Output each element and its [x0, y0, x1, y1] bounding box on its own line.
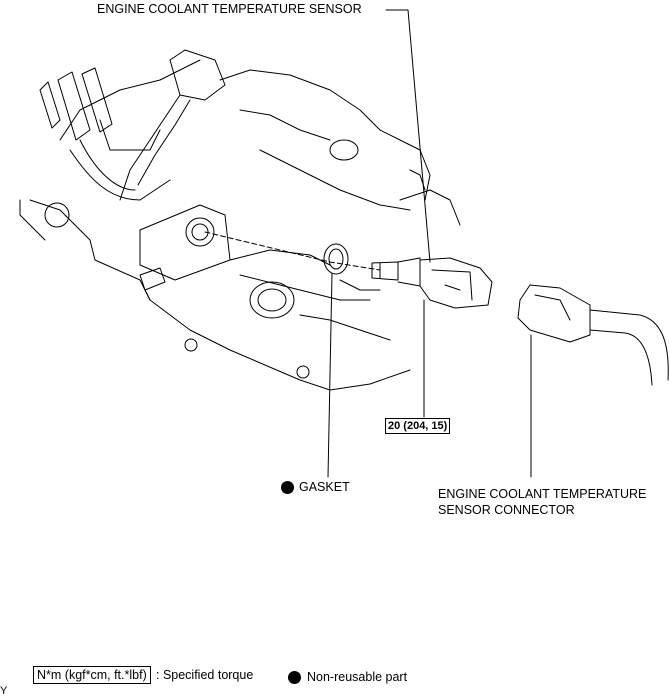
sensor-leader-line: [385, 9, 431, 263]
gasket-leader-line: [327, 273, 333, 478]
filled-circle-icon: [281, 481, 294, 494]
torque-legend-box: N*m (kgf*cm, ft.*lbf): [33, 666, 151, 684]
coolant-sensor-illustration: [371, 257, 493, 309]
gasket-label: GASKET: [299, 480, 350, 494]
engine-block-illustration: [19, 49, 461, 391]
torque-legend-text: : Specified torque: [156, 668, 254, 682]
nonreusable-legend-text: Non-reusable part: [307, 670, 408, 684]
sensor-connector-illustration: [517, 284, 669, 386]
alignment-dashed-line: [204, 231, 381, 271]
torque-value-box: 20 (204, 15): [385, 418, 451, 434]
sensor-label: ENGINE COOLANT TEMPERATURE SENSOR: [97, 2, 362, 16]
connector-label-line2: SENSOR CONNECTOR: [438, 503, 575, 517]
filled-circle-icon: [288, 671, 301, 684]
corner-mark: Y: [0, 685, 8, 697]
gasket-illustration: [323, 243, 349, 275]
connector-label-line1: ENGINE COOLANT TEMPERATURE: [438, 487, 647, 501]
